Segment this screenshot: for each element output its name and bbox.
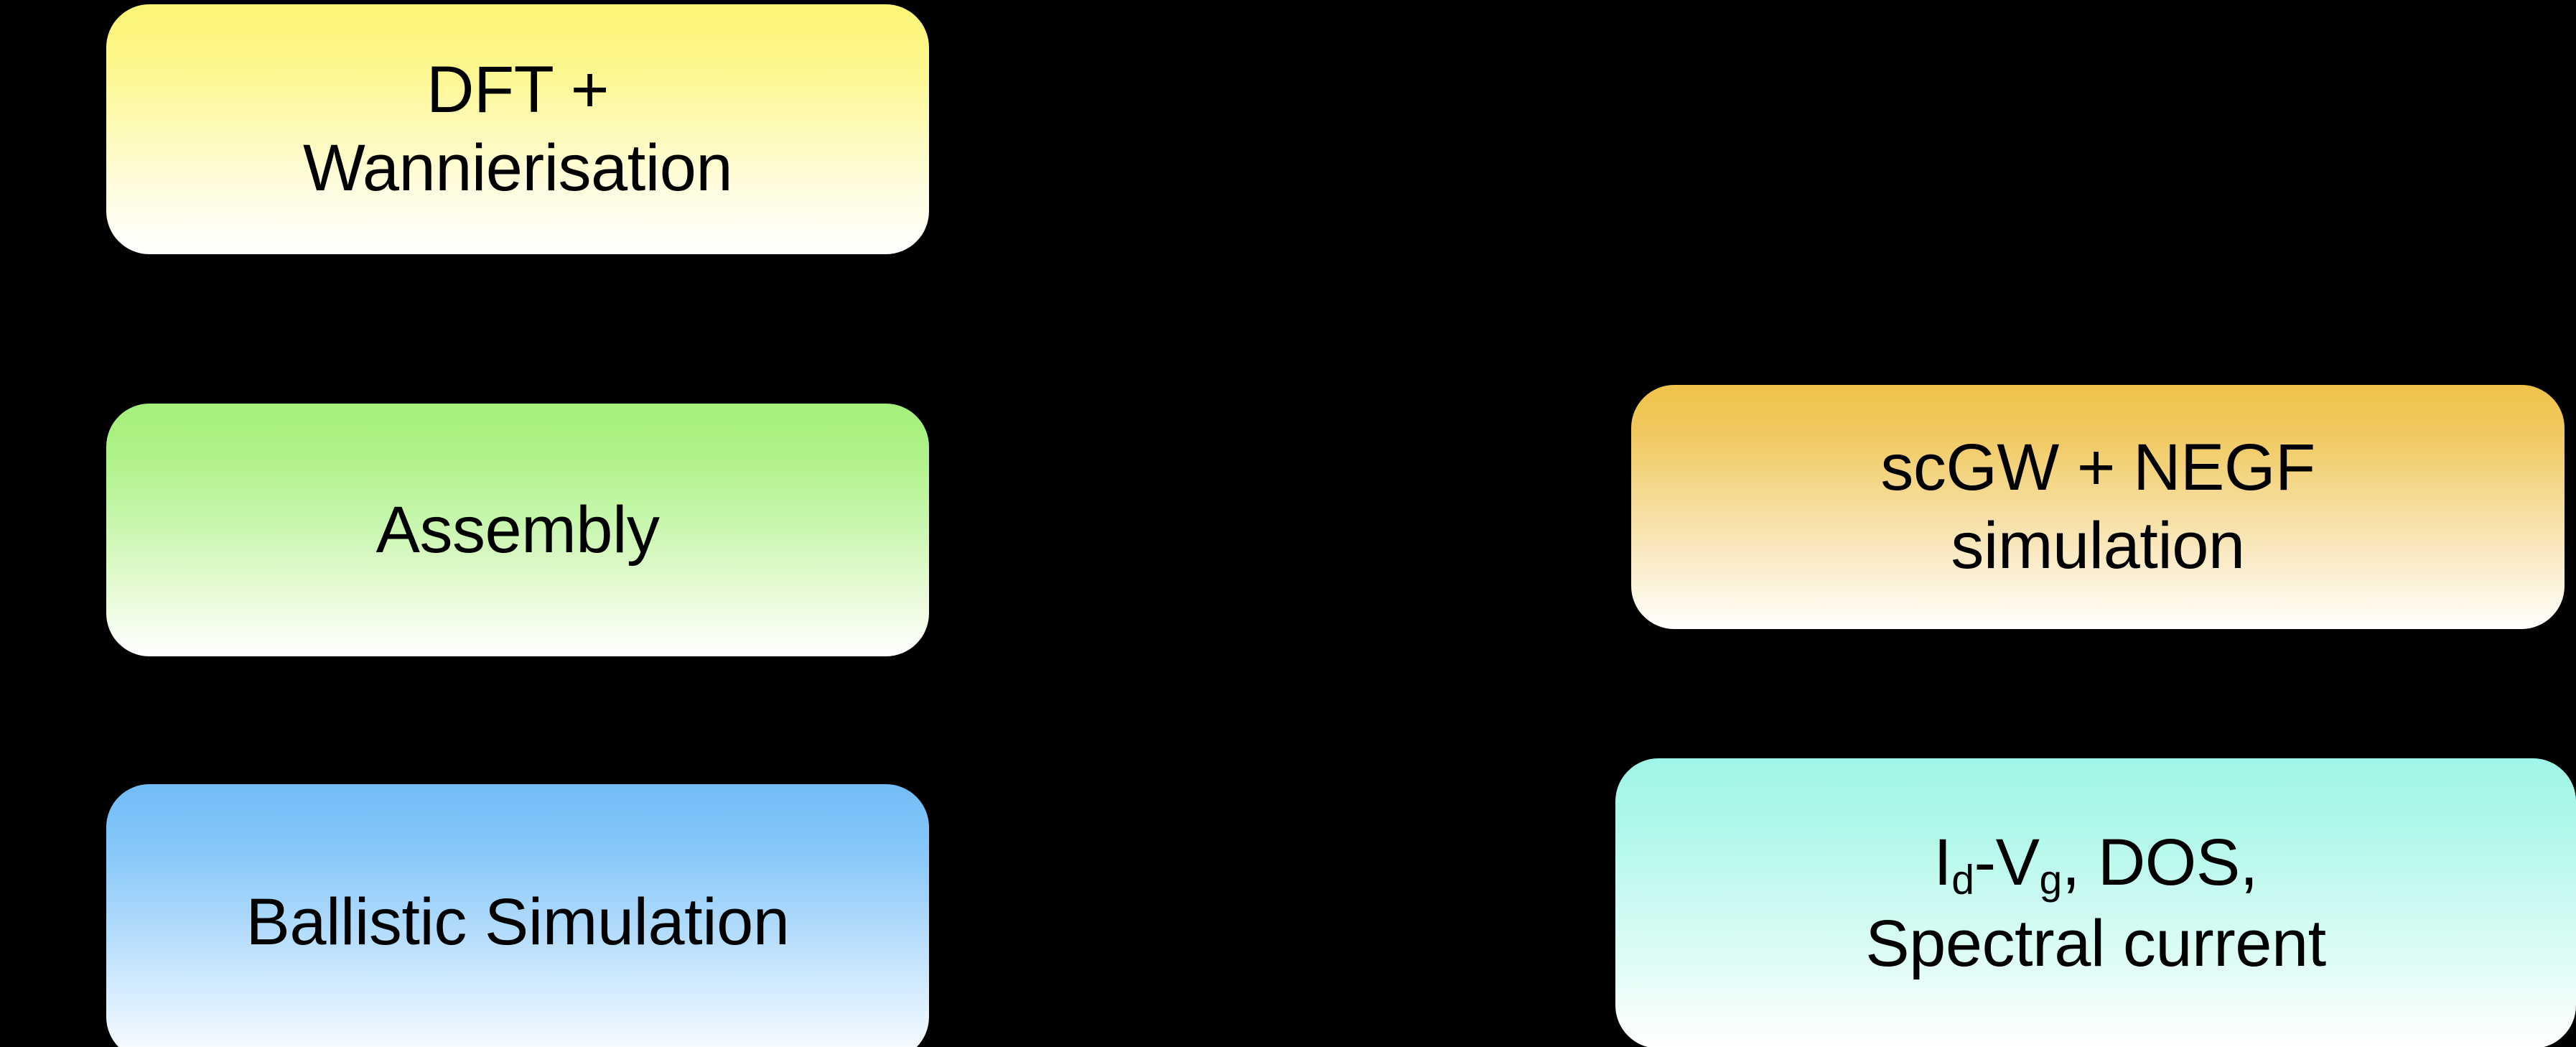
node-scgw-negf-simulation[interactable]: scGW + NEGF simulation	[1631, 385, 2565, 629]
node-ballistic-simulation[interactable]: Ballistic Simulation	[106, 784, 929, 1047]
node-label-line-2: simulation	[1951, 509, 2245, 582]
node-label-line-1: Id-Vg, DOS,	[1933, 824, 2258, 905]
node-label-line-1: DFT +	[426, 53, 609, 127]
node-label-line-2: Spectral current	[1865, 907, 2326, 981]
label-separator: -	[1974, 826, 1997, 900]
node-outputs[interactable]: Id-Vg, DOS, Spectral current	[1615, 758, 2576, 1047]
node-label-line-1: Ballistic Simulation	[246, 885, 790, 959]
voltage-symbol: V	[1995, 826, 2040, 900]
current-subscript: d	[1951, 857, 1974, 903]
node-label-line-1: Assembly	[375, 493, 660, 567]
node-label-line-1: scGW + NEGF	[1880, 431, 2315, 505]
node-dft-wannierisation[interactable]: DFT + Wannierisation	[106, 4, 929, 254]
label-tail: , DOS,	[2061, 826, 2259, 900]
current-symbol: I	[1933, 826, 1952, 900]
node-label-line-2: Wannierisation	[302, 131, 733, 205]
voltage-subscript: g	[2039, 857, 2063, 903]
node-assembly[interactable]: Assembly	[106, 404, 929, 656]
